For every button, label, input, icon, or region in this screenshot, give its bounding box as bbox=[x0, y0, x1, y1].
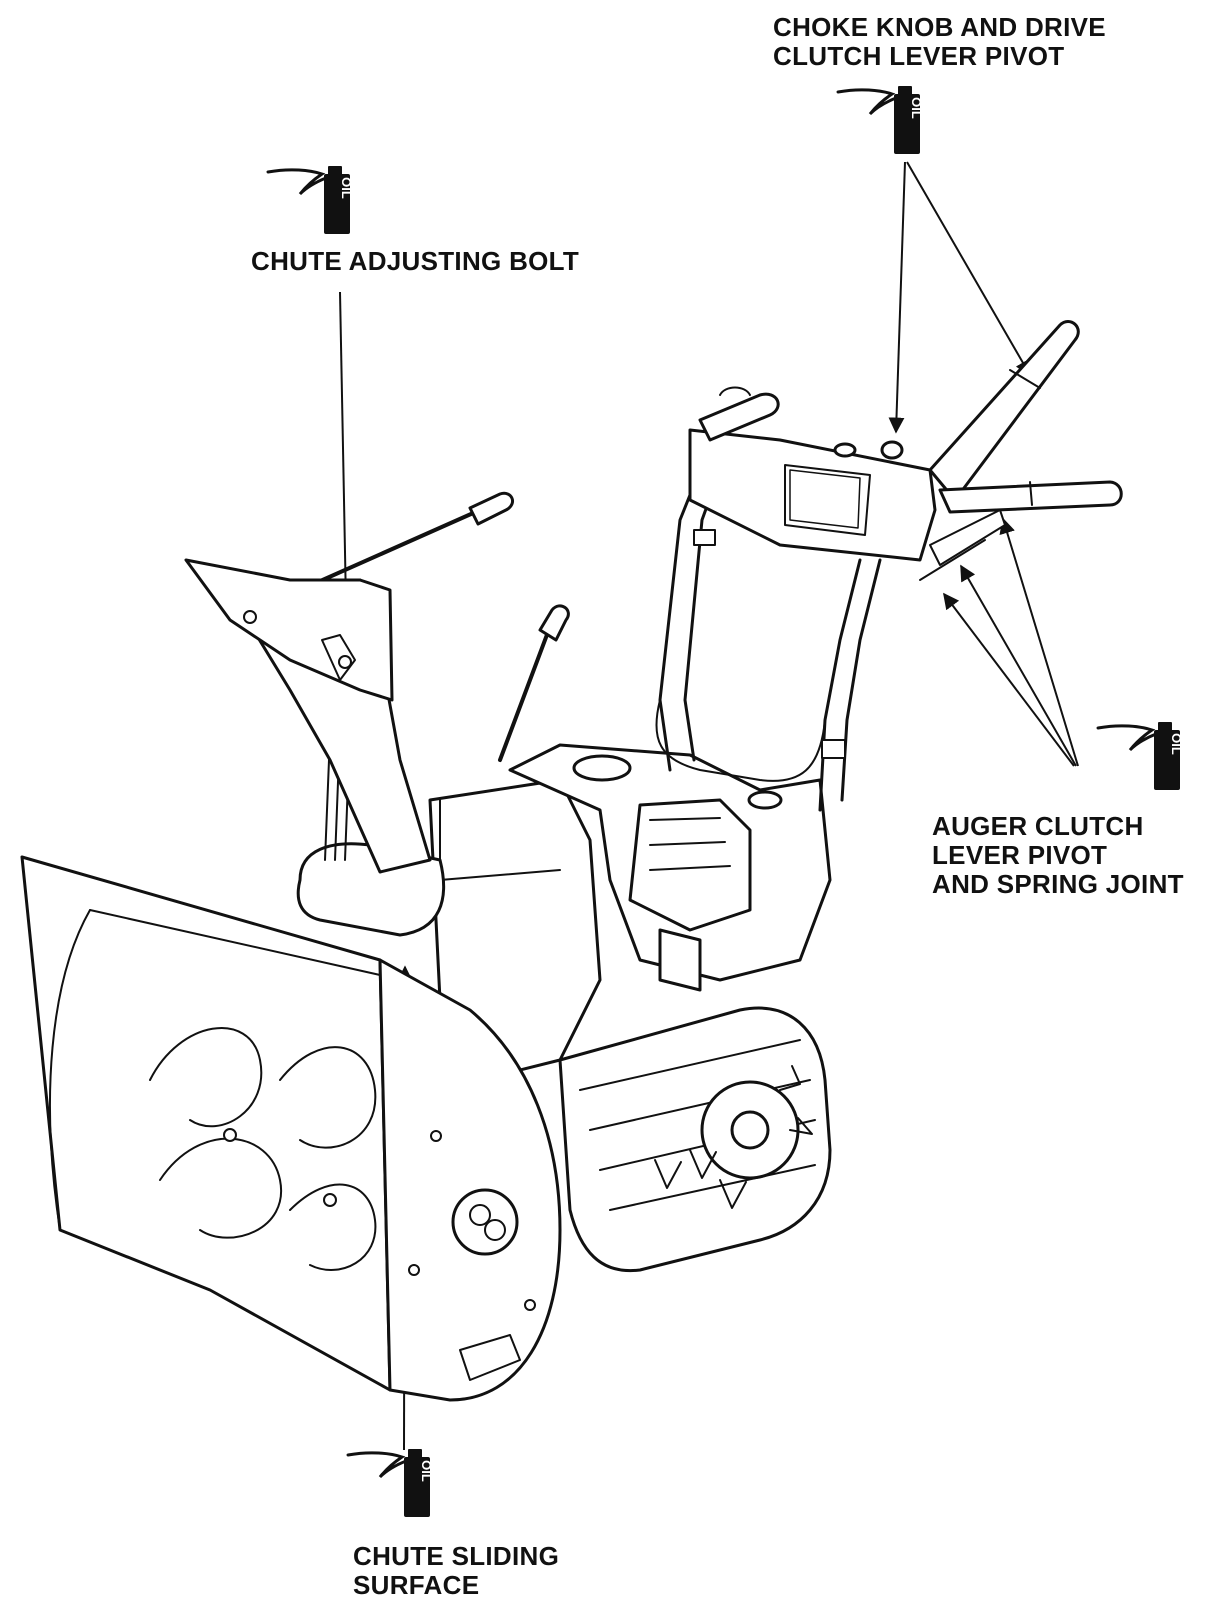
label-auger-clutch-pivot: AUGER CLUTCH LEVER PIVOT AND SPRING JOIN… bbox=[932, 812, 1184, 899]
snowblower-line-art bbox=[20, 319, 1123, 1402]
label-line: AUGER CLUTCH bbox=[932, 811, 1144, 841]
left-grip bbox=[698, 392, 780, 442]
shift-lever bbox=[498, 630, 550, 762]
label-line: CHOKE KNOB AND DRIVE bbox=[773, 12, 1106, 42]
side-plate bbox=[378, 958, 562, 1402]
oil-can-text: OIL bbox=[1169, 733, 1184, 755]
label-line: AND SPRING JOINT bbox=[932, 869, 1184, 899]
label-line: SURFACE bbox=[353, 1570, 480, 1600]
oil-can-text: OIL bbox=[419, 1460, 434, 1482]
label-chute-adjusting-bolt: CHUTE ADJUSTING BOLT bbox=[251, 247, 579, 276]
auger-housing bbox=[20, 855, 392, 1392]
oil-can-text: OIL bbox=[339, 177, 354, 199]
oil-can-icon: OIL bbox=[346, 1447, 434, 1519]
oil-can-icon: OIL bbox=[266, 164, 354, 236]
label-line: CHUTE SLIDING bbox=[353, 1541, 560, 1571]
right-grip bbox=[928, 319, 1080, 502]
label-line: LEVER PIVOT bbox=[932, 840, 1108, 870]
oil-can-icon: OIL bbox=[1096, 720, 1184, 792]
label-chute-sliding-surface: CHUTE SLIDING SURFACE bbox=[353, 1542, 559, 1600]
oil-can-text: OIL bbox=[909, 97, 924, 119]
label-line: CHUTE ADJUSTING BOLT bbox=[251, 246, 580, 276]
chute-crank bbox=[298, 508, 482, 592]
track bbox=[558, 1006, 832, 1273]
label-choke-knob-drive-clutch: CHOKE KNOB AND DRIVE CLUTCH LEVER PIVOT bbox=[773, 13, 1106, 71]
handle-right bbox=[818, 558, 862, 812]
label-line: CLUTCH LEVER PIVOT bbox=[773, 41, 1065, 71]
oil-can-icon: OIL bbox=[836, 84, 924, 156]
